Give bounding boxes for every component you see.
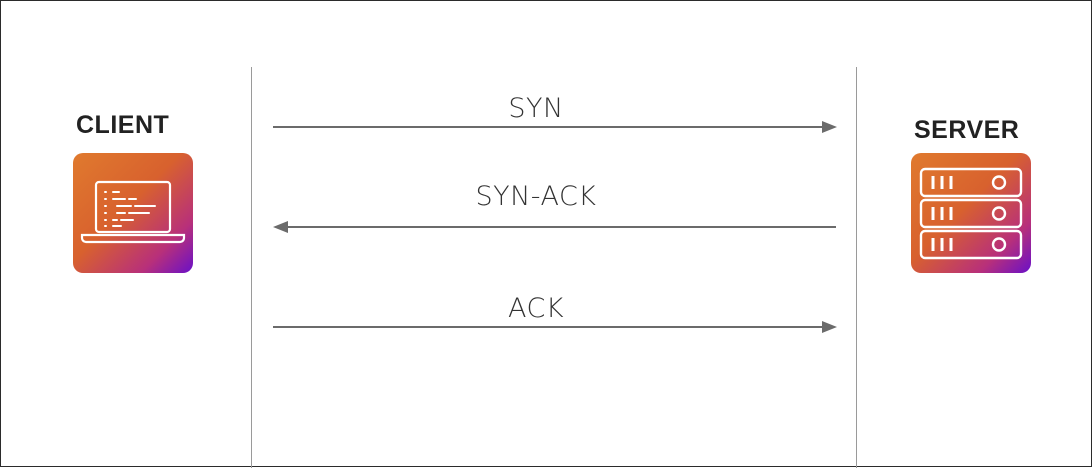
server-rack-icon [911,153,1031,273]
syn-arrow [273,121,837,133]
message-label-ack: ACK [507,293,565,324]
server-title: SERVER [914,116,1020,144]
message-label-syn: SYN [508,93,564,124]
syn-ack-arrow [273,221,836,233]
ack-arrow [273,321,837,333]
message-label-syn-ack: SYN-ACK [475,181,597,212]
server-lifeline [856,67,857,468]
laptop-code-icon [73,153,193,273]
client-title: CLIENT [76,111,170,139]
client-lifeline [251,67,252,468]
